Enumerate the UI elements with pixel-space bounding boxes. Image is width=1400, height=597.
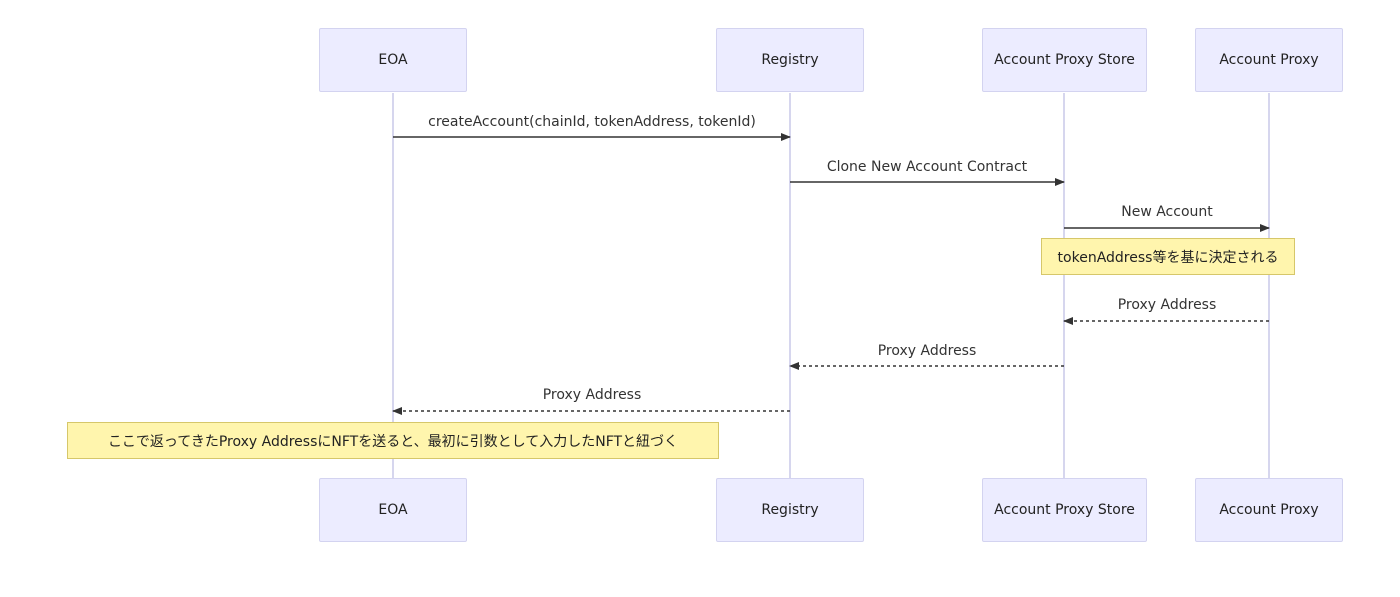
message-label-new-account: New Account (1121, 204, 1213, 220)
actor-label: EOA (378, 52, 408, 68)
actor-registry-bottom: Registry (716, 478, 864, 542)
actor-label: Registry (761, 502, 819, 518)
message-label-create-account: createAccount(chainId, tokenAddress, tok… (428, 114, 756, 130)
actor-account-proxy-top: Account Proxy (1195, 28, 1343, 92)
actor-label: Account Proxy (1219, 502, 1319, 518)
message-label-proxy-address-1: Proxy Address (1117, 297, 1217, 313)
actor-registry-top: Registry (716, 28, 864, 92)
actor-label: Account Proxy (1219, 52, 1319, 68)
note-text: tokenAddress等を基に決定される (1057, 249, 1279, 266)
actor-label: Account Proxy Store (994, 502, 1135, 518)
actor-account-proxy-store-top: Account Proxy Store (982, 28, 1147, 92)
note-token-address: tokenAddress等を基に決定される (1041, 238, 1295, 275)
actor-label: Registry (761, 52, 819, 68)
actor-account-proxy-store-bottom: Account Proxy Store (982, 478, 1147, 542)
actor-account-proxy-bottom: Account Proxy (1195, 478, 1343, 542)
note-proxy-address-nft: ここで返ってきたProxy AddressにNFTを送ると、最初に引数として入力… (67, 422, 719, 459)
note-text: ここで返ってきたProxy AddressにNFTを送ると、最初に引数として入力… (107, 433, 679, 450)
message-label-clone-contract: Clone New Account Contract (826, 159, 1028, 175)
message-label-proxy-address-3: Proxy Address (542, 387, 642, 403)
actor-label: Account Proxy Store (994, 52, 1135, 68)
actor-eoa-bottom: EOA (319, 478, 467, 542)
actor-eoa-top: EOA (319, 28, 467, 92)
actor-label: EOA (378, 502, 408, 518)
message-label-proxy-address-2: Proxy Address (877, 343, 977, 359)
